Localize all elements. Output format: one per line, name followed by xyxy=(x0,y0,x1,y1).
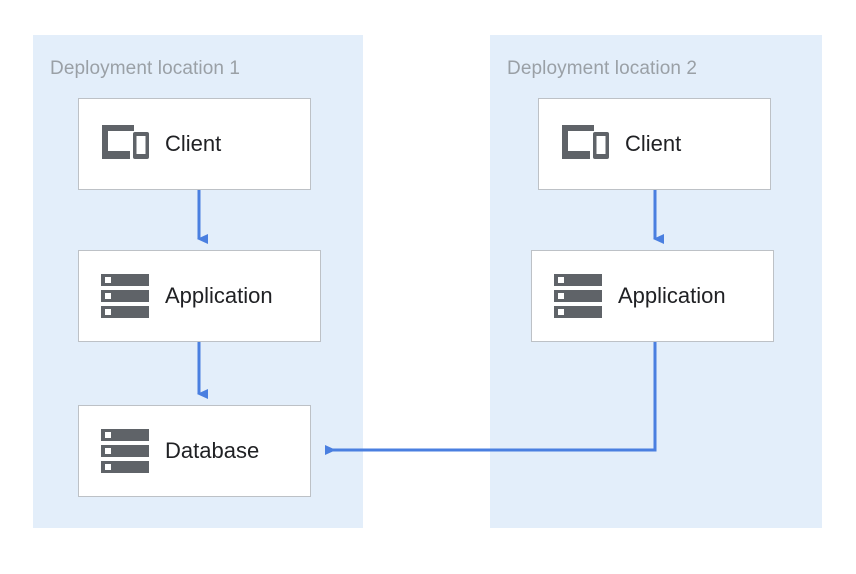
node-database-1[interactable]: Database xyxy=(78,405,311,497)
node-client-2-label: Client xyxy=(625,131,682,156)
server-rack-icon xyxy=(550,273,606,319)
client-devices-icon xyxy=(97,121,153,167)
node-client-1[interactable]: Client xyxy=(78,98,311,190)
node-client-1-label: Client xyxy=(165,131,222,156)
node-application-2[interactable]: Application xyxy=(531,250,774,342)
node-database-1-label: Database xyxy=(165,438,260,463)
node-application-1-label: Application xyxy=(165,283,273,308)
deployment-zone-1-title: Deployment location 1 xyxy=(50,58,241,79)
node-client-2[interactable]: Client xyxy=(538,98,771,190)
server-rack-icon xyxy=(97,428,153,474)
deployment-zone-2-title: Deployment location 2 xyxy=(507,58,698,79)
client-devices-icon xyxy=(557,121,613,167)
node-application-1[interactable]: Application xyxy=(78,250,321,342)
node-application-2-label: Application xyxy=(618,283,726,308)
server-rack-icon xyxy=(97,273,153,319)
